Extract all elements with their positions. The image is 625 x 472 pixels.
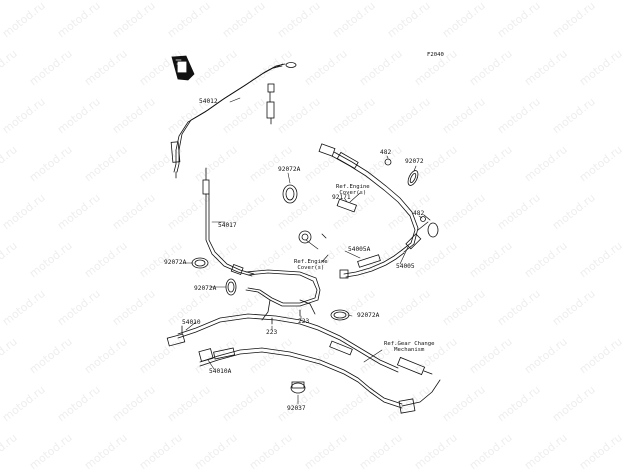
part-label-92037: 92037 bbox=[287, 405, 306, 412]
cable-54005A bbox=[339, 249, 405, 279]
ref-engine-cover-upper: Ref.Engine Cover(s) bbox=[336, 184, 370, 196]
part-label-54012: 54012 bbox=[199, 98, 218, 105]
cable-54010-loop bbox=[166, 269, 441, 414]
part-label-223-left: 223 bbox=[266, 329, 278, 336]
part-label-92171: 92171 bbox=[332, 194, 351, 201]
part-label-54010: 54010 bbox=[182, 319, 201, 326]
part-label-92072-right: 92072 bbox=[405, 158, 424, 165]
cable-54005 bbox=[318, 143, 439, 253]
leader-lines bbox=[182, 97, 423, 405]
ref-engine-cover-lower: Ref.Engine Cover(s) bbox=[294, 259, 328, 271]
part-label-223-right: 223 bbox=[298, 318, 310, 325]
clamp-parts bbox=[181, 158, 426, 394]
part-label-54017: 54017 bbox=[218, 222, 237, 229]
part-label-482-lower: 482 bbox=[413, 210, 425, 217]
diagram-code: F2040 bbox=[427, 52, 444, 58]
part-label-482-upper: 482 bbox=[380, 149, 392, 156]
part-label-92072A-mid-upper: 92072A bbox=[278, 166, 301, 173]
part-label-92072A-left-upper: 92072A bbox=[164, 259, 187, 266]
part-label-54005A: 54005A bbox=[348, 246, 371, 253]
pointing-hand-icon bbox=[171, 55, 195, 81]
part-label-54010A: 54010A bbox=[209, 368, 232, 375]
part-label-92072A-left-lower: 92072A bbox=[194, 285, 217, 292]
cable-54012 bbox=[170, 62, 297, 179]
cable-54017 bbox=[202, 167, 255, 277]
part-label-92072A-right: 92072A bbox=[357, 312, 380, 319]
part-label-54005: 54005 bbox=[396, 263, 415, 270]
ref-gear-change: Ref.Gear Change Mechanism bbox=[384, 341, 435, 353]
